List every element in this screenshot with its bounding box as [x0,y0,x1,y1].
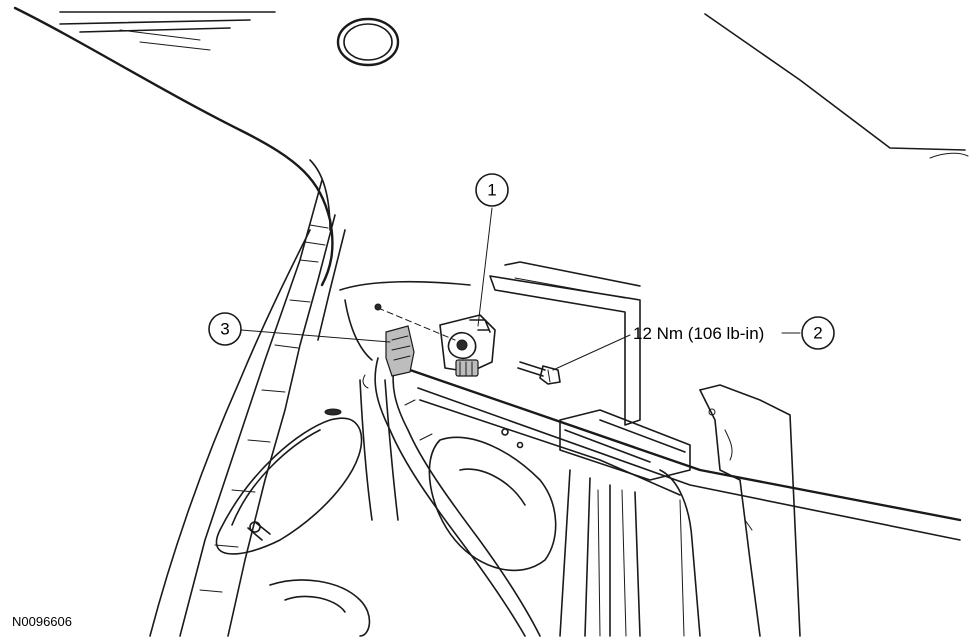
callout-3-label: 3 [220,320,229,339]
callout-3: 3 [208,312,242,346]
leader-line-3 [240,329,391,343]
leader-line-1 [477,207,493,327]
sensor-bolt [517,361,561,385]
figure-id: N0096606 [12,614,72,629]
callout-2-label: 2 [813,324,822,343]
torque-spec-label: 12 Nm (106 lb-in) [633,324,764,343]
callout-1: 1 [475,173,509,207]
electrical-connector [385,325,415,377]
alignment-dashed-line [377,307,456,341]
leader-line-2 [552,334,631,371]
impact-sensor [439,314,496,377]
callout-1-label: 1 [487,181,496,200]
body-panel-linework [13,6,969,637]
mounting-hole [374,303,382,311]
callout-2: 2 [801,316,835,350]
